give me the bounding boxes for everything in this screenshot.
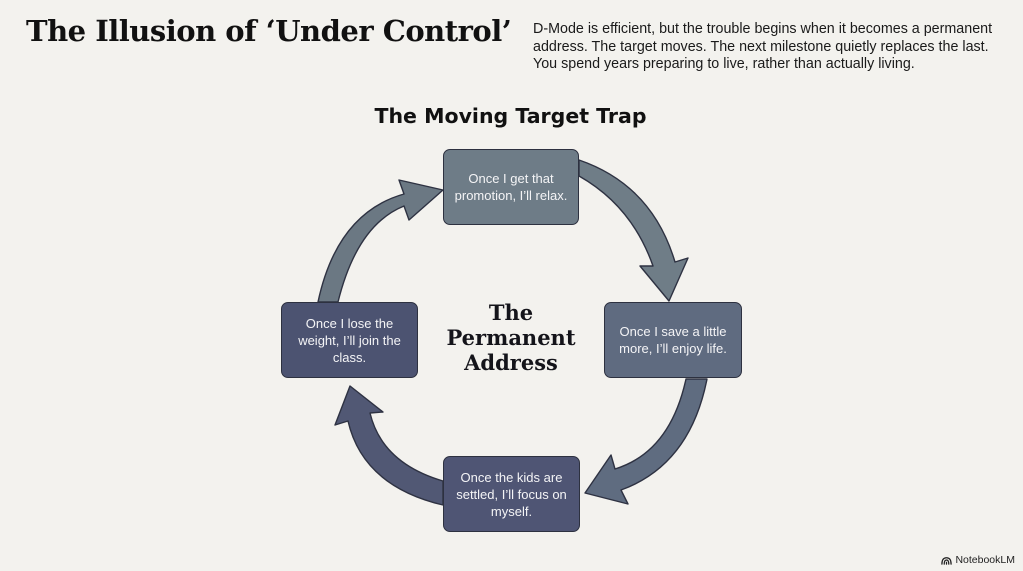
brand-badge: NotebookLM bbox=[941, 554, 1015, 566]
arrow-right-to-bottom bbox=[584, 378, 708, 505]
node-promotion-text: Once I get that promotion, I’ll relax. bbox=[454, 171, 568, 203]
brand-label: NotebookLM bbox=[955, 554, 1015, 566]
page-title: The Illusion of ‘Under Control’ bbox=[26, 14, 512, 48]
center-label: The Permanent Address bbox=[446, 300, 576, 375]
arrow-left-to-top bbox=[317, 179, 444, 303]
node-save-more: Once I save a little more, I’ll enjoy li… bbox=[604, 302, 742, 378]
node-lose-weight: Once I lose the weight, I’ll join the cl… bbox=[281, 302, 418, 378]
node-promotion: Once I get that promotion, I’ll relax. bbox=[443, 149, 579, 225]
diagram-title: The Moving Target Trap bbox=[0, 104, 1023, 128]
intro-paragraph: D-Mode is efficient, but the trouble beg… bbox=[533, 21, 993, 72]
node-save-more-text: Once I save a little more, I’ll enjoy li… bbox=[619, 324, 727, 356]
notebooklm-logo-icon bbox=[941, 556, 953, 565]
node-lose-weight-text: Once I lose the weight, I’ll join the cl… bbox=[298, 315, 401, 365]
diagram-title-text: The Moving Target Trap bbox=[374, 104, 647, 128]
arrow-bottom-to-left bbox=[334, 385, 444, 506]
arrow-top-to-right bbox=[578, 159, 689, 302]
node-kids-settled: Once the kids are settled, I’ll focus on… bbox=[443, 456, 580, 532]
node-kids-settled-text: Once the kids are settled, I’ll focus on… bbox=[456, 469, 567, 519]
